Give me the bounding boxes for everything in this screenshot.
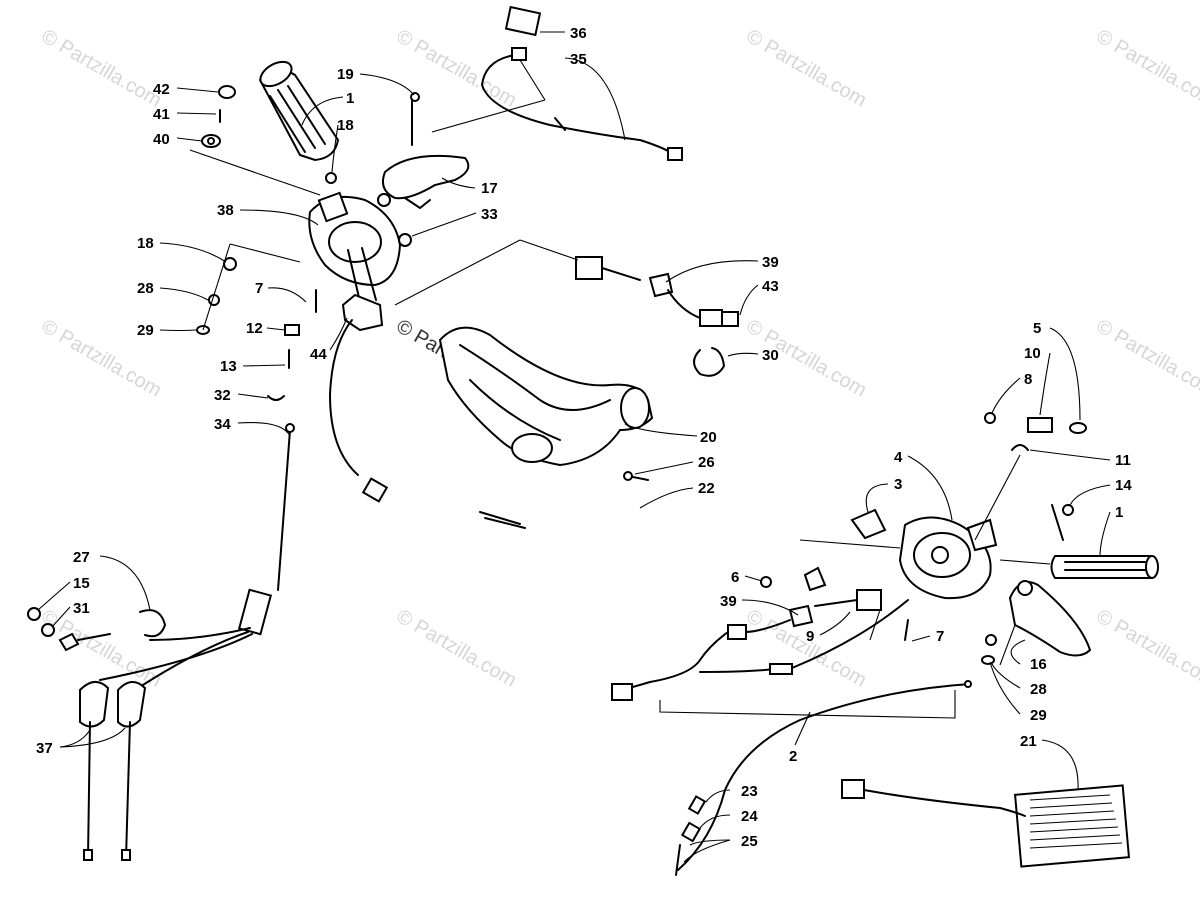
callout-17: 17 <box>481 180 498 197</box>
callout-39: 39 <box>762 254 779 271</box>
callout-35: 35 <box>570 51 587 68</box>
callout-11: 11 <box>1115 452 1131 469</box>
callout-5: 5 <box>1033 320 1041 337</box>
grip-heater-wiring-part <box>481 5 683 161</box>
thumb-heater-part <box>841 779 1131 868</box>
callout-7: 7 <box>255 280 263 297</box>
callout-1: 1 <box>346 90 354 107</box>
callout-18: 18 <box>137 235 154 252</box>
handlebar-pad-part <box>438 326 654 467</box>
left-hardware-part <box>196 85 420 401</box>
callout-3: 3 <box>894 476 902 493</box>
left-lever-part <box>377 154 470 209</box>
callout-40: 40 <box>153 131 170 148</box>
callout-36: 36 <box>570 25 587 42</box>
watermark: © Partzilla.com <box>1093 315 1200 401</box>
callout-13: 13 <box>220 358 237 375</box>
callout-2: 2 <box>789 748 797 765</box>
callout-38: 38 <box>217 202 234 219</box>
callout-43: 43 <box>762 278 779 295</box>
parts-layer <box>27 5 1159 876</box>
watermark: © Partzilla.com <box>393 605 521 691</box>
right-housing-part <box>898 516 998 600</box>
callout-22: 22 <box>698 480 715 497</box>
callout-28: 28 <box>137 280 154 297</box>
bolt-part <box>623 471 649 481</box>
callout-41: 41 <box>153 106 170 123</box>
callout-34: 34 <box>214 416 231 433</box>
callout-15: 15 <box>73 575 90 592</box>
callout-14: 14 <box>1115 477 1132 494</box>
callout-31: 31 <box>73 600 90 617</box>
watermark: © Partzilla.com <box>1093 605 1200 691</box>
callout-29: 29 <box>1030 707 1047 724</box>
callout-18: 18 <box>337 117 354 134</box>
callout-29: 29 <box>137 322 154 339</box>
callout-28: 28 <box>1030 681 1047 698</box>
watermark: © Partzilla.com <box>743 25 871 111</box>
callout-25: 25 <box>741 833 758 850</box>
callout-4: 4 <box>894 449 903 466</box>
left-grip-part <box>258 60 340 162</box>
callout-7: 7 <box>936 628 944 645</box>
callout-42: 42 <box>153 81 170 98</box>
watermark: © Partzilla.com <box>1093 25 1200 111</box>
callout-8: 8 <box>1024 371 1032 388</box>
callout-10: 10 <box>1024 345 1041 362</box>
callout-39: 39 <box>720 593 737 610</box>
right-grip-part <box>1050 555 1159 579</box>
callout-1: 1 <box>1115 504 1123 521</box>
callout-19: 19 <box>337 66 354 83</box>
right-wiring-part <box>611 589 909 701</box>
callout-16: 16 <box>1030 656 1047 673</box>
callout-23: 23 <box>741 783 758 800</box>
callout-26: 26 <box>698 454 715 471</box>
callout-20: 20 <box>700 429 717 446</box>
left-switch-housing-part <box>308 191 402 303</box>
callout-9: 9 <box>806 628 814 645</box>
callout-6: 6 <box>731 569 739 586</box>
callout-27: 27 <box>73 549 90 566</box>
left-cable-part <box>27 423 295 861</box>
group-lines <box>189 59 1051 719</box>
callout-32: 32 <box>214 387 231 404</box>
callout-labels: 42 41 40 1 19 18 36 35 17 38 33 18 28 7 … <box>36 25 1132 850</box>
callout-24: 24 <box>741 808 758 825</box>
leader-lines <box>37 31 1111 863</box>
throttle-cable-part <box>675 680 972 876</box>
upper-connector-part <box>575 256 739 327</box>
clamp-part <box>693 347 725 377</box>
callout-30: 30 <box>762 347 779 364</box>
right-hardware-part <box>760 412 1087 665</box>
handlebar-part <box>390 347 805 537</box>
callout-12: 12 <box>246 320 263 337</box>
callout-33: 33 <box>481 206 498 223</box>
callout-21: 21 <box>1020 733 1037 750</box>
throttle-block-part <box>329 293 389 503</box>
callout-44: 44 <box>310 346 327 363</box>
watermark: © Partzilla.com <box>38 25 166 111</box>
callout-37: 37 <box>36 740 53 757</box>
right-lever-part <box>1008 580 1092 657</box>
